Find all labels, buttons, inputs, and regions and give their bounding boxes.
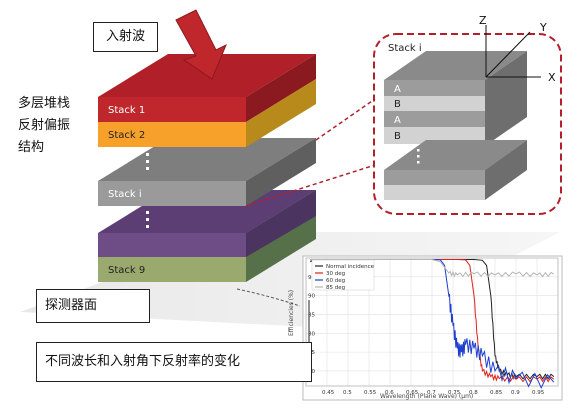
incident-arrow-icon xyxy=(175,9,227,80)
detector-chart-connector xyxy=(236,288,301,307)
stack-9-label: Stack 9 xyxy=(108,265,145,276)
detail-dots xyxy=(417,149,420,164)
chart-caption: 不同波长和入射角下反射率的变化 xyxy=(36,342,312,382)
legend-box xyxy=(311,259,375,291)
incident-wave-label: 入射波 xyxy=(93,22,158,52)
sublayer-a1: A xyxy=(394,84,401,95)
stack-i-slab xyxy=(98,138,316,206)
stack-i-label: Stack i xyxy=(108,189,142,200)
chart-xlabel: Wavelength (Plane Wave) (μm) xyxy=(380,393,473,400)
axes-icon xyxy=(485,25,541,78)
x-tick-label: 0.5 xyxy=(343,390,352,396)
x-tick-label: 0.6 xyxy=(385,390,394,396)
zoom-connector-bottom xyxy=(245,164,376,207)
plot-area xyxy=(305,257,559,387)
detail-frame xyxy=(373,33,562,215)
stack-2-label: Stack 2 xyxy=(108,130,145,141)
detail-stack-i xyxy=(384,51,527,146)
stack-1-label: Stack 1 xyxy=(108,105,145,116)
y-tick-label: 90 xyxy=(308,294,315,300)
x-tick-label: 0.65 xyxy=(406,390,419,396)
detail-title: Stack i xyxy=(388,43,422,54)
reflectance-chart: 0.450.50.550.60.650.70.750.80.850.90.957… xyxy=(288,255,563,401)
x-tick-label: 0.8 xyxy=(469,390,478,396)
series-line-1 xyxy=(310,259,555,383)
legend-entry: 60 deg xyxy=(326,278,345,284)
y-tick-label: 80 xyxy=(308,331,315,337)
sublayer-a2: A xyxy=(394,115,401,126)
x-tick-label: 0.9 xyxy=(511,390,520,396)
series-line-0 xyxy=(309,259,555,380)
detector-plane-label: 探测器面 xyxy=(36,289,150,323)
x-tick-label: 0.55 xyxy=(364,390,377,396)
x-tick-label: 0.7 xyxy=(427,390,436,396)
x-tick-label: 0.85 xyxy=(490,390,503,396)
x-tick-label: 0.75 xyxy=(448,390,461,396)
sublayer-b1: B xyxy=(394,99,401,110)
y-tick-label: 85 xyxy=(308,312,315,318)
zoom-connector-top xyxy=(315,98,376,141)
axis-z-label: Z xyxy=(479,14,487,27)
legend-entry: 85 deg xyxy=(326,285,345,291)
x-tick-label: 0.95 xyxy=(532,390,545,396)
series-line-2 xyxy=(310,259,555,389)
stack-9-slab xyxy=(98,190,316,282)
structure-label-line-2: 反射偏振 xyxy=(18,118,71,133)
ellipsis-dots xyxy=(146,153,149,228)
chart-ylabel: Efficiencies (%) xyxy=(288,290,295,336)
x-tick-label: 0.45 xyxy=(322,390,335,396)
sublayer-b2: B xyxy=(394,131,401,142)
y-tick-label: 95 xyxy=(308,275,315,281)
axis-y-label: Y xyxy=(539,21,547,34)
legend-entry: Normal incidence xyxy=(326,264,375,270)
legend-entry: 30 deg xyxy=(326,271,345,277)
series-line-3 xyxy=(310,259,555,278)
axis-x-label: X xyxy=(548,71,556,84)
structure-label-line-1: 多层堆栈 xyxy=(18,96,71,111)
structure-label: 多层堆栈 反射偏振 结构 xyxy=(18,93,70,159)
structure-label-line-3: 结构 xyxy=(18,140,45,155)
detail-stack-lower xyxy=(384,140,527,200)
